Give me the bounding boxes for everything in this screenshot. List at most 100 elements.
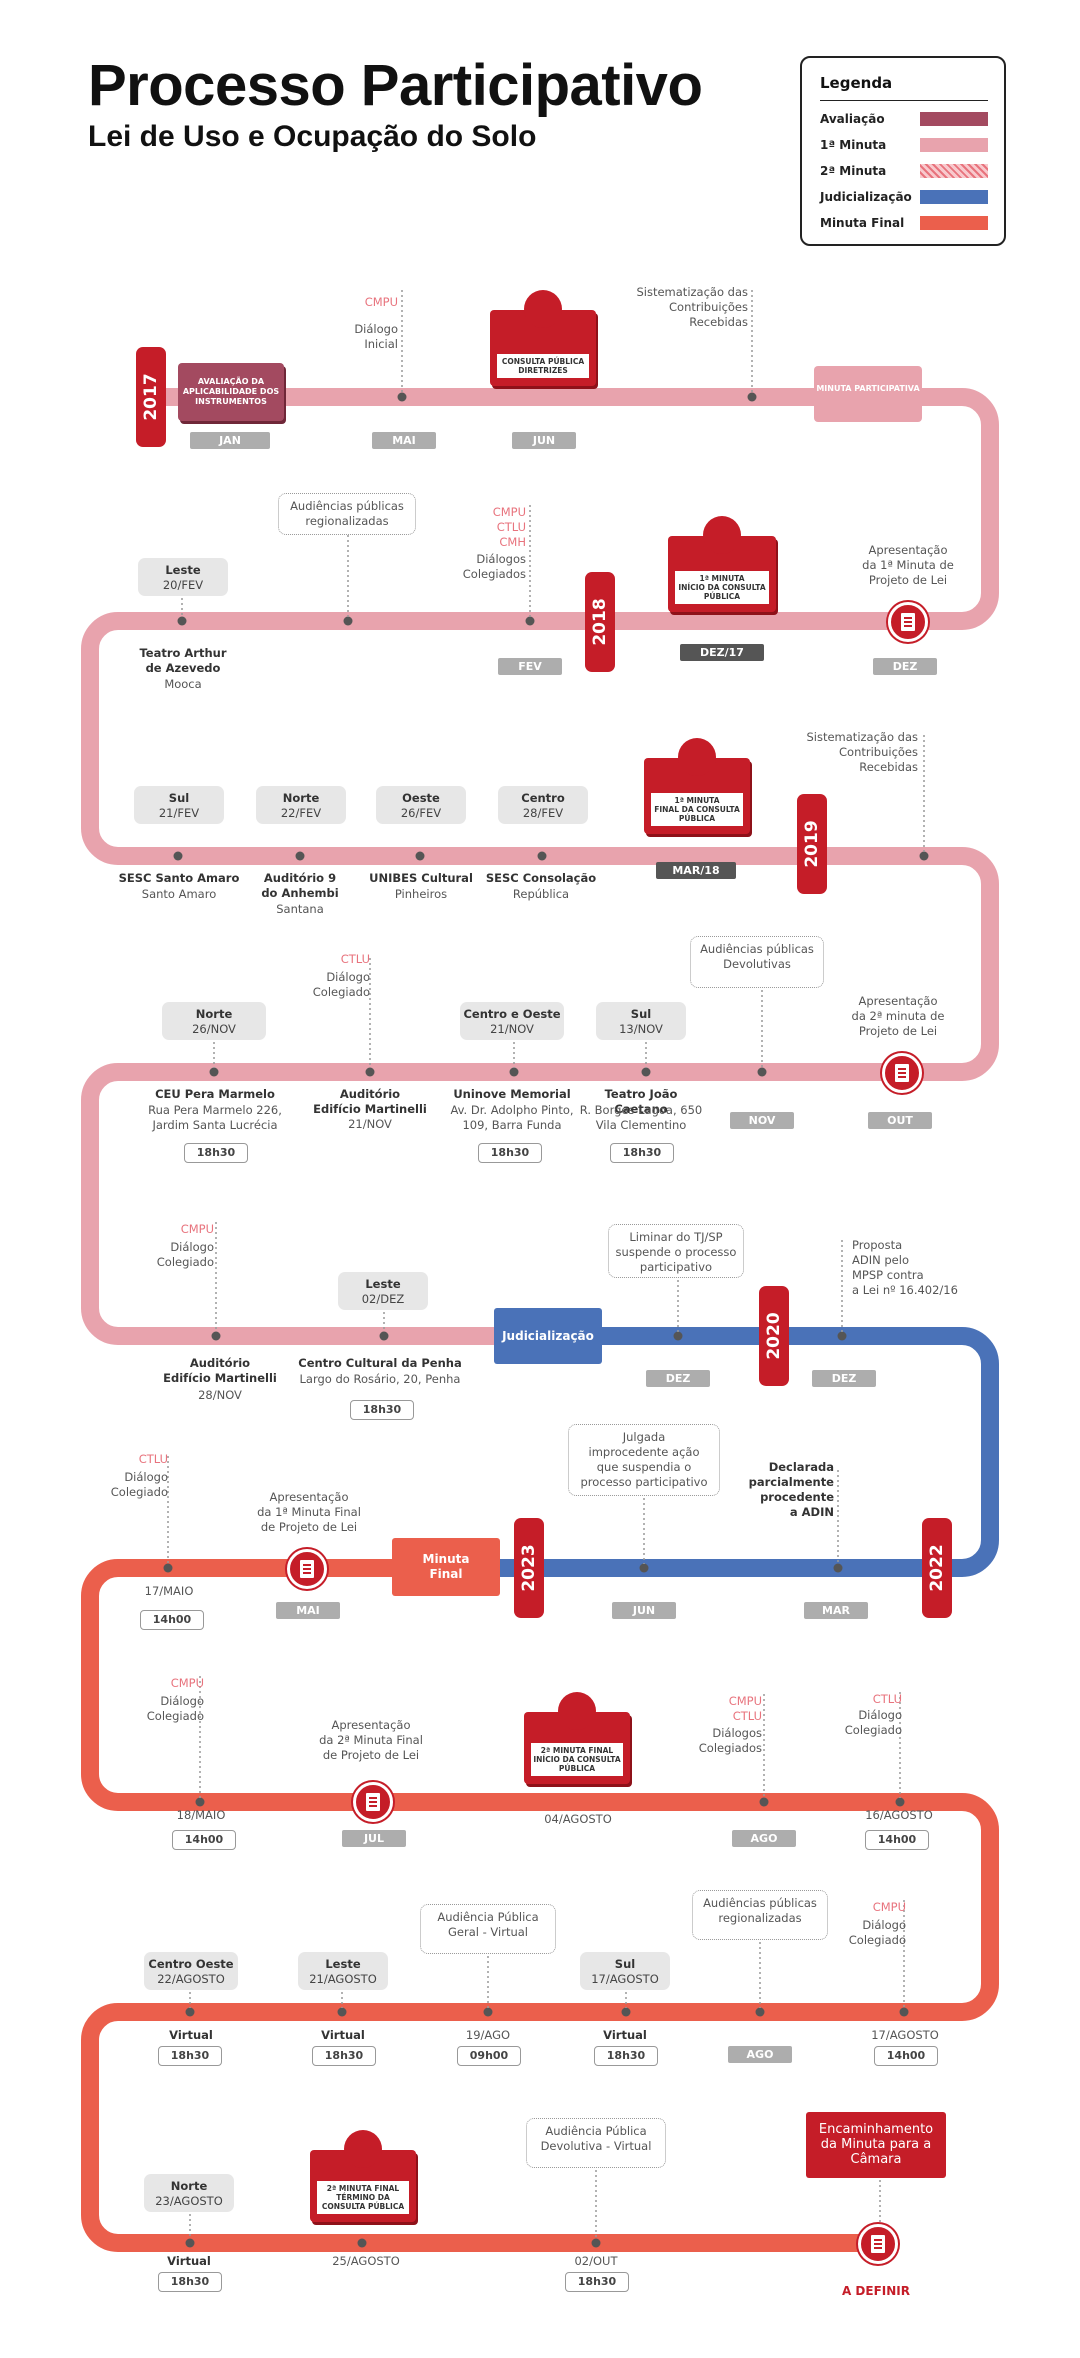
label-virtual-centro-oeste: Virtual — [169, 2028, 213, 2042]
minuta-final-box: Minuta Final — [392, 1538, 500, 1596]
track-primeira-minuta — [81, 388, 999, 1345]
label-santana: Santana — [276, 902, 324, 916]
label-dialogo-colegiado-row4: Diálogo Colegiado — [312, 970, 370, 999]
globe-icon — [524, 290, 562, 328]
minuta-participativa-box: MINUTA PARTICIPATIVA — [814, 366, 922, 422]
label-apresentacao-2a-minuta: Apresentação da 2ª minuta de Projeto de … — [851, 994, 945, 1038]
judicializacao-box: Judicialização — [494, 1308, 602, 1364]
timeline-dot — [195, 1797, 205, 1807]
label-pinheiros: Pinheiros — [394, 887, 448, 901]
legend: Legenda Avaliação 1ª Minuta 2ª Minuta Ju… — [800, 56, 1006, 246]
label-teatro-joao-caetano: Teatro João Caetano — [604, 1087, 678, 1116]
time-box-centro-oeste: 18h30 — [478, 1143, 542, 1163]
year-2022: 2022 — [922, 1518, 952, 1618]
label-sistematizacao-1: Sistematização das Contribuições Recebid… — [636, 285, 748, 329]
label-ctlu-row6: CTLU — [138, 1452, 168, 1466]
timeline-dot — [755, 2007, 765, 2017]
minuta1-final-box: 1ª MINUTA FINAL DA CONSULTA PÚBLICA — [644, 738, 750, 834]
consulta-diretrizes-box: CONSULTA PÚBLICA DIRETRIZES — [490, 290, 596, 386]
minuta2-termino-box: 2ª MINUTA FINAL TÉRMINO DA CONSULTA PÚBL… — [310, 2130, 416, 2222]
box-audiencia-geral: Audiência Pública Geral - Virtual — [420, 1904, 556, 1954]
timeline-dot — [185, 2007, 195, 2017]
encaminhamento-box: Encaminhamento da Minuta para a Câmara — [806, 2112, 946, 2178]
time-box-leste: 18h30 — [350, 1400, 414, 1420]
timeline-dot — [337, 2007, 347, 2017]
label-dialogo-colegiado-row6: Diálogo Colegiado — [110, 1470, 168, 1499]
document-icon — [858, 2224, 898, 2264]
label-19-ago: 19/AGO — [465, 2028, 511, 2042]
minuta2-inicio-box: 2ª MINUTA FINAL INÍCIO DA CONSULTA PÚBLI… — [524, 1692, 630, 1784]
timeline-dot — [747, 392, 757, 402]
track-minuta-final — [81, 1559, 999, 2252]
label-cmpu-ctlu-row7: CMPU CTLU — [728, 1694, 762, 1723]
month-pill-out: OUT — [868, 1112, 932, 1129]
timeline-dot — [899, 2007, 909, 2017]
label-mooca: Mooca — [164, 677, 202, 691]
label-cmpu-row7: CMPU — [170, 1676, 204, 1690]
timeline-dot — [837, 1331, 847, 1341]
label-dialogo-colegiado-row7b: Diálogo Colegiado — [844, 1708, 902, 1737]
legend-item-final: Minuta Final — [820, 214, 988, 232]
label-17-maio: 17/MAIO — [144, 1584, 194, 1598]
label-proposta-adin: Proposta ADIN pelo MPSP contra a Lei nº … — [852, 1238, 958, 1297]
globe-icon — [678, 738, 716, 776]
timeline-dot — [525, 616, 535, 626]
label-centro-cultural-penha: Centro Cultural da Penha — [298, 1356, 462, 1370]
time-box-norte: 18h30 — [184, 1143, 248, 1163]
timeline-dot — [177, 616, 187, 626]
globe-icon — [558, 1692, 596, 1730]
timeline-dot — [379, 1331, 389, 1341]
timeline-dot — [415, 851, 425, 861]
timeline-dot — [641, 1067, 651, 1077]
time-box-norte-ago: 18h30 — [158, 2272, 222, 2292]
timeline-dot — [163, 1563, 173, 1573]
box-liminar-tj: Liminar do TJ/SP suspende o processo par… — [608, 1224, 744, 1278]
label-sesc-consolacao: SESC Consolação — [485, 871, 597, 885]
label-uninove: Uninove Memorial — [453, 1087, 571, 1101]
page-subtitle: Lei de Uso e Ocupação do Solo — [88, 120, 537, 153]
label-cmpu-row5: CMPU — [180, 1222, 214, 1236]
label-dialogos-colegiados-row7: Diálogos Colegiados — [698, 1726, 762, 1755]
year-2020: 2020 — [759, 1286, 789, 1386]
month-pill-mar-2022: MAR — [804, 1602, 868, 1619]
label-dialogo-colegiado-row7: Diálogo Colegiado — [146, 1694, 204, 1723]
year-2017: 2017 — [136, 347, 166, 447]
timeline-dot — [621, 2007, 631, 2017]
label-ctlu-row4: CTLU — [340, 952, 370, 966]
month-pill-dez-2020b: DEZ — [812, 1370, 876, 1387]
month-pill-mar18: MAR/18 — [656, 862, 736, 879]
month-pill-fev: FEV — [498, 658, 562, 675]
year-2018: 2018 — [585, 572, 615, 672]
page-title: Processo Participativo — [88, 53, 703, 118]
document-icon — [888, 602, 928, 642]
timeline-dot — [483, 2007, 493, 2017]
label-declarada-procedente: Declarada parcialmente procedente a ADIN — [748, 1460, 834, 1519]
label-virtual-sul: Virtual — [603, 2028, 647, 2042]
month-pill-jun-2023: JUN — [612, 1602, 676, 1619]
year-2019: 2019 — [797, 794, 827, 894]
globe-icon — [703, 516, 741, 554]
avaliacao-box: AVALIAÇÃO DA APLICABILIDADE DOS INSTRUME… — [178, 363, 284, 421]
label-virtual-leste: Virtual — [321, 2028, 365, 2042]
label-auditorio-martinelli-28: Auditório Edifício Martinelli — [163, 1356, 277, 1385]
time-box-18-maio: 14h00 — [172, 1830, 236, 1850]
document-icon — [287, 1549, 327, 1589]
timeline-dot — [639, 1563, 649, 1573]
time-box-19-ago: 09h00 — [457, 2046, 521, 2066]
timeline-dot — [919, 851, 929, 861]
label-auditorio-anhembi: Auditório 9 do Anhembi — [261, 871, 339, 900]
label-unibes: UNIBES Cultural — [369, 871, 473, 885]
month-pill-mai-2023: MAI — [276, 1602, 340, 1619]
track-judicializacao — [500, 1327, 999, 1577]
timeline-dot — [173, 851, 183, 861]
